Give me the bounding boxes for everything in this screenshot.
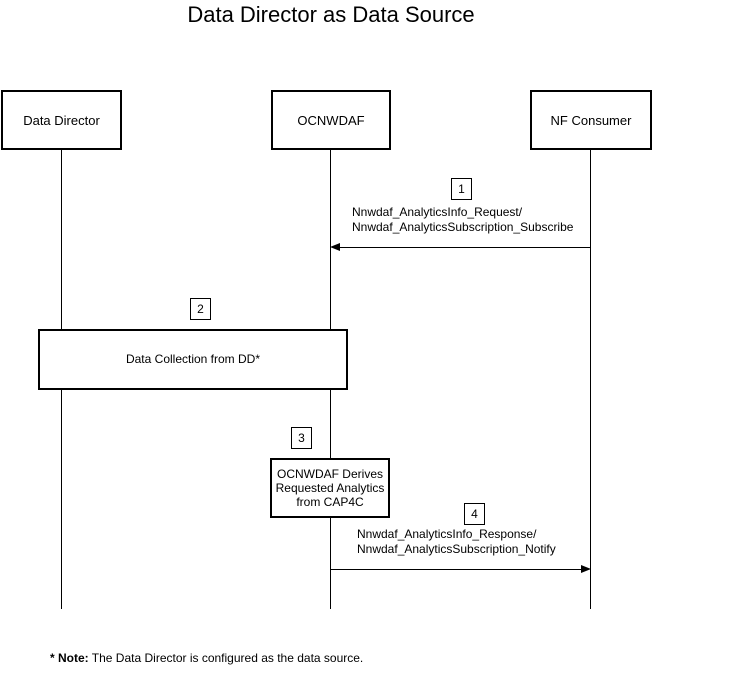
message-1-arrowhead-left-icon	[330, 243, 340, 251]
message-4-arrow-line	[331, 569, 583, 570]
actor-label-ocnwdaf: OCNWDAF	[297, 112, 365, 128]
lifeline-nf-consumer	[590, 150, 591, 609]
step-badge-1: 1	[451, 178, 472, 200]
step-number-2: 2	[197, 302, 204, 316]
step-badge-2: 2	[190, 298, 211, 320]
step-number-1: 1	[458, 182, 465, 196]
process-box-data-collection: Data Collection from DD*	[38, 329, 348, 390]
actor-box-ocnwdaf: OCNWDAF	[271, 90, 391, 150]
footnote-prefix: * Note:	[50, 651, 89, 665]
diagram-title: Data Director as Data Source	[187, 2, 475, 27]
process-box-derive-analytics: OCNWDAF Derives Requested Analytics from…	[270, 458, 390, 518]
step-number-4: 4	[471, 507, 478, 521]
process-derive-line-3: from CAP4C	[296, 495, 364, 509]
step-badge-3: 3	[291, 427, 312, 449]
actor-box-data-director: Data Director	[1, 90, 122, 150]
message-1-arrow-line	[338, 247, 591, 248]
process-label-data-collection: Data Collection from DD*	[125, 352, 261, 366]
step-number-3: 3	[298, 431, 305, 445]
process-derive-line-2: Requested Analytics	[275, 481, 385, 495]
process-derive-line-1: OCNWDAF Derives	[276, 467, 383, 481]
step-badge-4: 4	[464, 503, 485, 525]
message-1-line-2: Nnwdaf_AnalyticsSubscription_Subscribe	[352, 220, 574, 234]
message-1-label: Nnwdaf_AnalyticsInfo_Request/ Nnwdaf_Ana…	[352, 205, 573, 235]
message-4-line-1: Nnwdaf_AnalyticsInfo_Response/	[357, 527, 537, 541]
footnote: * Note: The Data Director is configured …	[50, 651, 363, 666]
message-4-line-2: Nnwdaf_AnalyticsSubscription_Notify	[357, 542, 556, 556]
message-4-label: Nnwdaf_AnalyticsInfo_Response/ Nnwdaf_An…	[357, 527, 556, 557]
actor-label-data-director: Data Director	[23, 112, 100, 128]
actor-label-nf-consumer: NF Consumer	[550, 112, 632, 128]
message-1-line-1: Nnwdaf_AnalyticsInfo_Request/	[352, 205, 523, 219]
message-4-arrowhead-right-icon	[581, 565, 591, 573]
actor-box-nf-consumer: NF Consumer	[530, 90, 652, 150]
footnote-text: The Data Director is configured as the d…	[91, 651, 364, 665]
